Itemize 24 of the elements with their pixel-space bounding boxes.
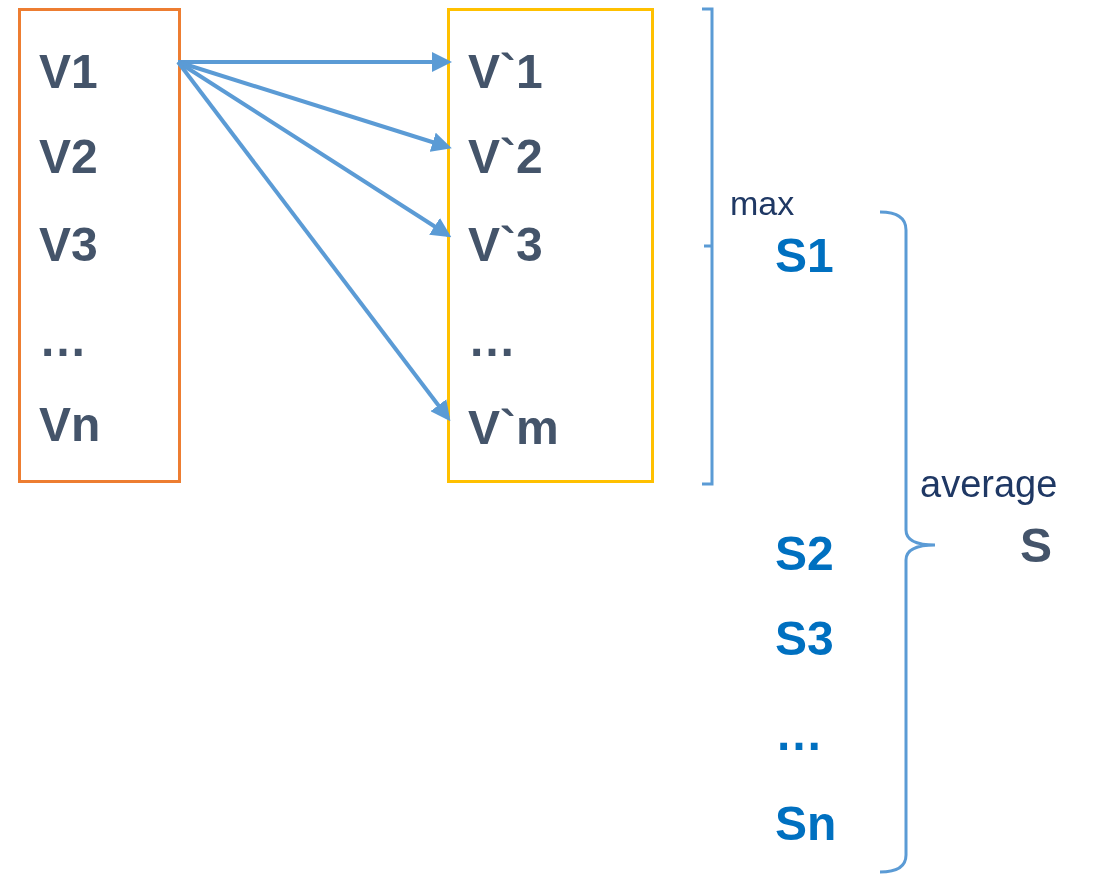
ellipsis-label: … xyxy=(775,710,823,758)
score-label: S2 xyxy=(775,530,834,578)
score-label: S1 xyxy=(775,232,834,280)
arrow xyxy=(176,60,452,238)
vector-label: V3 xyxy=(38,221,98,269)
vector-label: V`2 xyxy=(467,133,543,181)
bracket-label: average xyxy=(920,465,1058,503)
vector-label: V2 xyxy=(38,133,98,181)
vector-label: V`3 xyxy=(467,221,543,269)
vector-label: … xyxy=(38,316,87,364)
arrow xyxy=(178,52,452,72)
vector-label: Vn xyxy=(38,401,101,449)
bracket-label: max xyxy=(730,186,795,220)
vector-label: V1 xyxy=(38,48,98,96)
vector-label: … xyxy=(467,316,516,364)
result-label: S xyxy=(1020,522,1052,570)
list-box xyxy=(447,8,654,483)
score-label: S3 xyxy=(775,615,834,663)
arrow xyxy=(176,60,451,422)
score-label: Sn xyxy=(775,800,837,848)
vector-label: V`1 xyxy=(467,48,543,96)
list-box xyxy=(18,8,181,483)
arrow xyxy=(177,60,452,152)
vector-label: V`m xyxy=(467,404,559,452)
